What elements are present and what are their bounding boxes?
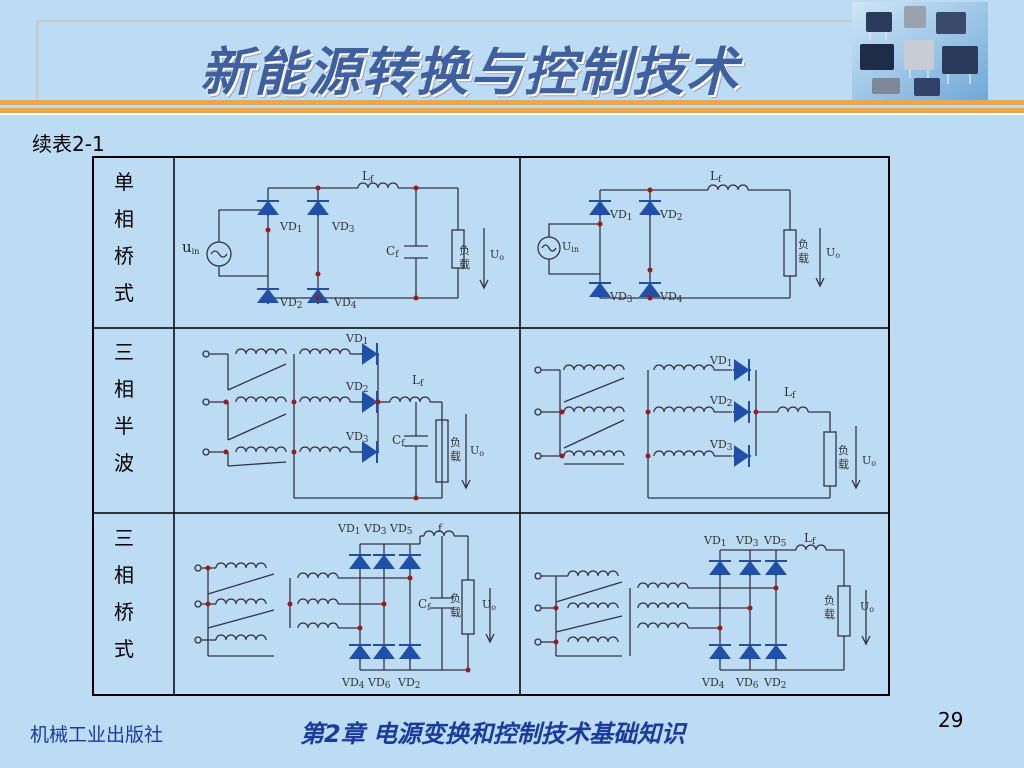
svg-text:Lf: Lf [362, 169, 374, 185]
circuit-table-diagrams: Lf VD1 VD3 VD2 VD4 Cf 负 载 Uo uin [94, 158, 888, 694]
row-label-three-phase-half-wave: 三 相 半 波 [104, 334, 144, 482]
row-label-char: 相 [114, 563, 134, 587]
page-number: 29 [938, 708, 964, 732]
footer-chapter-title: 第2章 电源变换和控制技术基础知识 [300, 720, 686, 748]
row-label-single-phase-bridge: 单 相 桥 式 [104, 164, 144, 312]
header-stripe-3 [0, 113, 1024, 115]
svg-text:Lf: Lf [412, 373, 424, 389]
svg-text:VD5: VD5 [763, 534, 787, 549]
svg-text:载: 载 [459, 258, 470, 271]
svg-text:Lf: Lf [804, 531, 816, 547]
svg-text:负: 负 [798, 237, 809, 251]
diagram-three-phase-bridge-l [534, 544, 871, 671]
svg-text:载: 载 [450, 606, 461, 619]
row-label-char: 式 [114, 281, 134, 305]
svg-text:VD2: VD2 [659, 208, 683, 223]
svg-text:VD4: VD4 [333, 296, 357, 311]
table-grid [94, 158, 888, 694]
svg-text:VD3: VD3 [735, 534, 759, 549]
circuit-table: Lf VD1 VD3 VD2 VD4 Cf 负 载 Uo uin [92, 156, 890, 696]
svg-text:VD4: VD4 [659, 290, 683, 305]
svg-text:VD1: VD1 [337, 522, 361, 537]
svg-text:VD2: VD2 [709, 394, 733, 409]
diagram-three-phase-half-wave-lc [202, 348, 471, 499]
svg-text:载: 载 [824, 608, 835, 621]
header-stripe-2 [0, 108, 1024, 113]
svg-text:载: 载 [838, 458, 849, 471]
svg-text:uin: uin [182, 238, 199, 256]
svg-text:VD1: VD1 [345, 332, 369, 347]
svg-text:Uo: Uo [862, 454, 876, 468]
svg-text:Cf: Cf [386, 244, 399, 260]
svg-text:Lf: Lf [784, 385, 796, 401]
svg-text:VD3: VD3 [345, 430, 369, 445]
svg-text:VD2: VD2 [763, 676, 787, 691]
svg-text:VD2: VD2 [397, 676, 421, 691]
svg-text:Lf: Lf [710, 169, 722, 185]
components-photo [852, 2, 988, 100]
row-label-char: 波 [114, 451, 134, 475]
svg-text:VD6: VD6 [367, 676, 391, 691]
svg-text:Uo: Uo [482, 598, 496, 612]
svg-text:负: 负 [459, 243, 470, 257]
svg-text:Uo: Uo [826, 246, 840, 260]
row-label-char: 桥 [114, 600, 134, 624]
header-stripe [0, 100, 1024, 105]
svg-text:负: 负 [450, 591, 461, 605]
svg-text:VD1: VD1 [703, 534, 727, 549]
svg-text:VD3: VD3 [331, 220, 355, 235]
frame-line-top [36, 20, 856, 22]
svg-text:Uo: Uo [860, 600, 874, 614]
svg-text:Uo: Uo [470, 444, 484, 458]
svg-text:负: 负 [838, 443, 849, 457]
svg-text:Uin: Uin [562, 240, 579, 254]
svg-text:Cf: Cf [392, 433, 405, 449]
row-label-char: 桥 [114, 244, 134, 268]
svg-text:VD3: VD3 [609, 290, 633, 305]
svg-text:VD3: VD3 [363, 522, 387, 537]
svg-text:VD2: VD2 [279, 296, 303, 311]
svg-text:VD4: VD4 [701, 676, 725, 691]
svg-text:负: 负 [450, 435, 461, 449]
svg-text:载: 载 [798, 252, 809, 265]
row-label-char: 三 [114, 340, 134, 364]
table-caption: 续表2-1 [32, 132, 105, 156]
svg-text:VD1: VD1 [709, 354, 733, 369]
svg-text:VD1: VD1 [609, 208, 633, 223]
row-label-char: 式 [114, 637, 134, 661]
svg-text:f: f [438, 522, 443, 535]
svg-text:VD4: VD4 [341, 676, 365, 691]
svg-text:VD5: VD5 [389, 522, 413, 537]
diagram-three-phase-bridge-lc [194, 530, 495, 671]
row-label-char: 相 [114, 207, 134, 231]
svg-text:载: 载 [450, 450, 461, 463]
svg-text:VD6: VD6 [735, 676, 759, 691]
svg-text:Uo: Uo [490, 248, 504, 262]
svg-text:Cf: Cf [418, 597, 431, 613]
slide-title: 新能源转换与控制技术 [200, 43, 741, 103]
frame-line-vertical [36, 20, 38, 100]
row-label-char: 单 [114, 170, 134, 194]
svg-text:负: 负 [824, 593, 835, 607]
row-label-char: 半 [114, 414, 134, 438]
diagram-three-phase-half-wave-l [534, 364, 861, 499]
row-label-three-phase-bridge: 三 相 桥 式 [104, 520, 144, 668]
row-label-char: 三 [114, 526, 134, 550]
svg-text:VD3: VD3 [709, 438, 733, 453]
diagram-single-phase-bridge-l [537, 184, 825, 299]
footer-publisher: 机械工业出版社 [30, 724, 164, 746]
svg-text:VD1: VD1 [279, 220, 303, 235]
row-label-char: 相 [114, 377, 134, 401]
diagram-single-phase-bridge-lc [206, 182, 489, 299]
svg-text:VD2: VD2 [345, 380, 369, 395]
